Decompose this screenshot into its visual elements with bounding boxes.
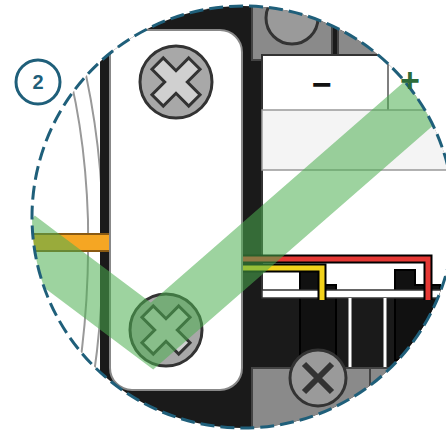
terminal-screw [266, 0, 318, 44]
check-mark [40, 92, 432, 336]
polarity-mark: + [400, 63, 420, 97]
phillips-screw [139, 45, 213, 119]
terminal-block [252, 0, 332, 60]
callout-circle [16, 60, 60, 104]
polarity-mark: − [312, 67, 332, 101]
terminal-pin [395, 270, 440, 360]
housing-line [60, 40, 88, 420]
terminal-screw [290, 350, 346, 406]
callout-number: 2 [32, 72, 43, 92]
inset-border [32, 6, 446, 428]
housing-line [75, 30, 103, 425]
terminal-block [338, 0, 446, 60]
